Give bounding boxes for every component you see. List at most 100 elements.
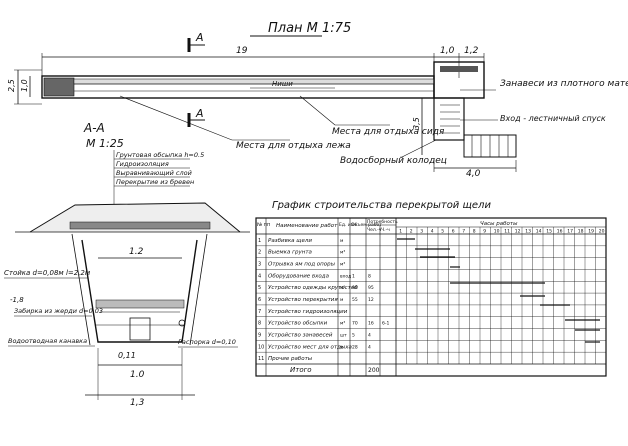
row-unit: м³ [340,250,345,256]
dim-right2: 1,2 [464,46,479,56]
section-marker-bottom: А [187,107,205,127]
svg-text:Наименование работ: Наименование работ [276,223,338,229]
row-name: Устройство гидроизоляции [268,309,348,315]
dim-small: 0,11 [118,351,136,360]
callout-entrance: Вход - лестничный спуск [460,114,606,123]
row-unit: м [340,298,343,303]
row-volume: 95 [352,285,358,291]
hour-label: 15 [546,229,552,235]
hour-label: 13 [525,229,531,235]
dim-mid-width: 1.0 [130,370,145,380]
section-marker-top: А [187,31,205,52]
svg-text:Гидроизоляция: Гидроизоляция [116,160,169,168]
hour-label: 3 [420,229,423,235]
svg-text:Часы работы: Часы работы [480,221,518,227]
dim-base-width: 1,3 [130,398,145,408]
dim-height1: 2,5 [7,79,16,92]
schedule-rows: 1 Разбивка щели м 2 Выемка грунта м³ 3 Отрывка … [256,238,606,362]
hour-label: 19 [588,229,594,235]
row-unit: м² [340,286,345,291]
row-name: Разбивка щели [268,238,312,244]
hour-label: 5 [441,229,444,235]
callout-lying: Места для отдыха лежа [119,95,351,151]
row-unit: вход [340,274,351,279]
row-unit: м³ [340,262,345,268]
row-num: 8 [258,321,261,327]
svg-text:Ч.-ч: Ч.-ч [381,227,390,233]
svg-text:Потребность: Потребность [367,219,398,225]
row-name: Прочие работы [268,356,313,362]
row-name: Устройство мест для отдыха [268,344,352,350]
hour-label: 16 [557,229,563,235]
hour-label: 11 [504,229,510,235]
row-volume: 70 [352,321,358,327]
table-row: 7 Устройство гидроизоляции [258,309,348,315]
row-num: 5 [258,285,261,291]
dim-top-width: 1.2 [129,247,144,257]
hour-label: 1 [399,229,402,235]
callout-curtains: Занавеси из плотного материала [460,79,628,91]
svg-text:Чел.-ч: Чел.-ч [367,227,382,233]
row-name: Устройство одежды крутостей [268,285,358,291]
svg-text:Выравнивающий слой: Выравнивающий слой [116,169,192,177]
svg-text:Места для отдыха лежа: Места для отдыха лежа [236,141,351,151]
row-volume: 1 [352,273,355,279]
plan-view: План М 1:75 А А 19 1,0 1,2 2,5 1,0 [7,21,628,179]
svg-text:Грунтовая обсыпка h=0.5: Грунтовая обсыпка h=0.5 [116,151,204,159]
dim-height2: 1,0 [20,79,29,92]
row-unit: м [340,345,343,350]
hour-label: 17 [567,229,573,235]
row-labor-a: 4 [368,332,371,338]
label-pole-fill: Забирка из жерди d=0,03 [14,307,103,315]
svg-text:Ед. изм.: Ед. изм. [339,222,358,228]
row-labor-a: 95 [368,285,374,291]
total-label: Итого [290,366,312,374]
svg-text:Объем работ: Объем работ [351,222,382,228]
row-num: 7 [258,309,261,315]
dim-bottom: 4,0 [466,169,481,179]
row-unit: м [340,239,343,244]
row-num: 6 [258,297,261,303]
hour-label: 2 [410,229,413,235]
svg-text:Водосборный колодец: Водосборный колодец [340,156,447,166]
table-row: 3 Отрывка ям под опоры м³ [258,262,345,268]
row-num: 2 [258,250,261,256]
hour-label: 4 [431,229,434,235]
schedule-title: График строительства перекрытой щели [272,200,491,211]
hour-label: 9 [483,229,486,235]
gantt-bars [397,238,600,343]
row-labor-a: 8 [368,273,371,279]
row-name: Отрывка ям под опоры [268,262,336,268]
svg-text:Перекрытие из бревен: Перекрытие из бревен [116,178,194,186]
trench-plan: Ниши [41,61,517,158]
row-volume: 5 [352,332,355,338]
hour-label: 12 [515,229,521,235]
section-title: А-А [83,121,105,135]
dim-total-length: 19 [236,46,248,56]
row-num: 10 [258,344,264,350]
hour-label: 20 [599,229,605,235]
hour-label: 7 [462,229,465,235]
hour-label: 18 [578,229,584,235]
dim-right1: 1,0 [440,46,455,56]
svg-text:А: А [195,31,204,44]
row-name: Оборудование входа [268,273,330,279]
row-num: 3 [258,262,261,268]
hour-label: 10 [494,229,500,235]
callout-well: Водосборный колодец [340,139,447,166]
row-num: 4 [258,273,261,279]
label-drain: Водоотводная канавка [8,337,87,345]
section-scale: М 1:25 [86,137,124,150]
plan-title: План М 1:75 [268,21,351,36]
schedule-table: График строительства перекрытой щели № п… [255,200,607,377]
row-name: Выемка грунта [268,250,313,256]
label-level: -1,8 [10,296,24,304]
table-row: 2 Выемка грунта м³ [258,250,345,256]
